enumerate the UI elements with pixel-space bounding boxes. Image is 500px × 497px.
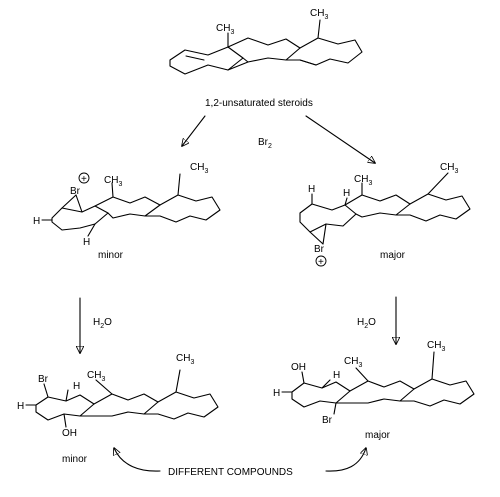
major-methyl-1: CH3 xyxy=(354,174,372,187)
reactant-methyl-1: CH3 xyxy=(216,23,234,36)
major-bromonium-structure xyxy=(299,172,471,245)
major-h-right: H xyxy=(343,188,350,199)
water-right: H2O xyxy=(357,317,376,330)
minor-product-h-top: H xyxy=(73,381,80,392)
minor-product-label: minor xyxy=(62,454,88,465)
minor-product-structure xyxy=(25,369,219,428)
minor-bromonium-structure xyxy=(41,173,221,237)
double-bond xyxy=(185,55,205,61)
methyl-bond xyxy=(317,19,321,39)
reactant-structure xyxy=(169,19,363,75)
major-product-br: Br xyxy=(322,415,333,426)
reactant-methyl-2: CH3 xyxy=(310,8,328,21)
water-left: H2O xyxy=(93,317,112,330)
major-product-methyl-1: CH3 xyxy=(344,356,362,369)
reactant-label: 1,2-unsaturated steroids xyxy=(205,98,313,109)
positive-charge-circle xyxy=(315,255,327,267)
arrow-to-major xyxy=(305,115,375,163)
minor-br: Br xyxy=(70,186,81,197)
major-label: major xyxy=(380,250,406,261)
minor-product-methyl-2: CH3 xyxy=(176,353,194,366)
major-plus: + xyxy=(318,257,324,268)
major-product-methyl-2: CH3 xyxy=(427,340,445,353)
minor-label: minor xyxy=(98,250,124,261)
arrow-to-minor xyxy=(182,115,206,146)
major-product-oh: OH xyxy=(291,362,306,373)
minor-methyl-2: CH3 xyxy=(190,162,208,175)
reagent-br2: Br2 xyxy=(258,137,272,150)
curved-arrow-right xyxy=(325,448,366,472)
minor-product-methyl-1: CH3 xyxy=(87,370,105,383)
curved-arrow-left xyxy=(114,448,161,472)
major-br: Br xyxy=(314,244,325,255)
minor-h-bottom: H xyxy=(83,237,90,248)
major-methyl-2: CH3 xyxy=(440,162,458,175)
positive-charge-circle xyxy=(78,172,90,184)
major-product-h-top: H xyxy=(333,370,340,381)
major-product-structure xyxy=(281,351,475,415)
different-compounds-label: DIFFERENT COMPOUNDS xyxy=(168,467,293,478)
minor-h-left: H xyxy=(33,216,40,227)
minor-product-oh: OH xyxy=(62,428,77,439)
major-product-label: major xyxy=(365,430,391,441)
minor-product-br: Br xyxy=(38,374,49,385)
minor-product-h-left: H xyxy=(17,401,24,412)
minor-methyl-1: CH3 xyxy=(104,175,122,188)
minor-plus: + xyxy=(81,174,87,185)
major-product-h-left: H xyxy=(273,388,280,399)
major-h-left: H xyxy=(308,184,315,195)
